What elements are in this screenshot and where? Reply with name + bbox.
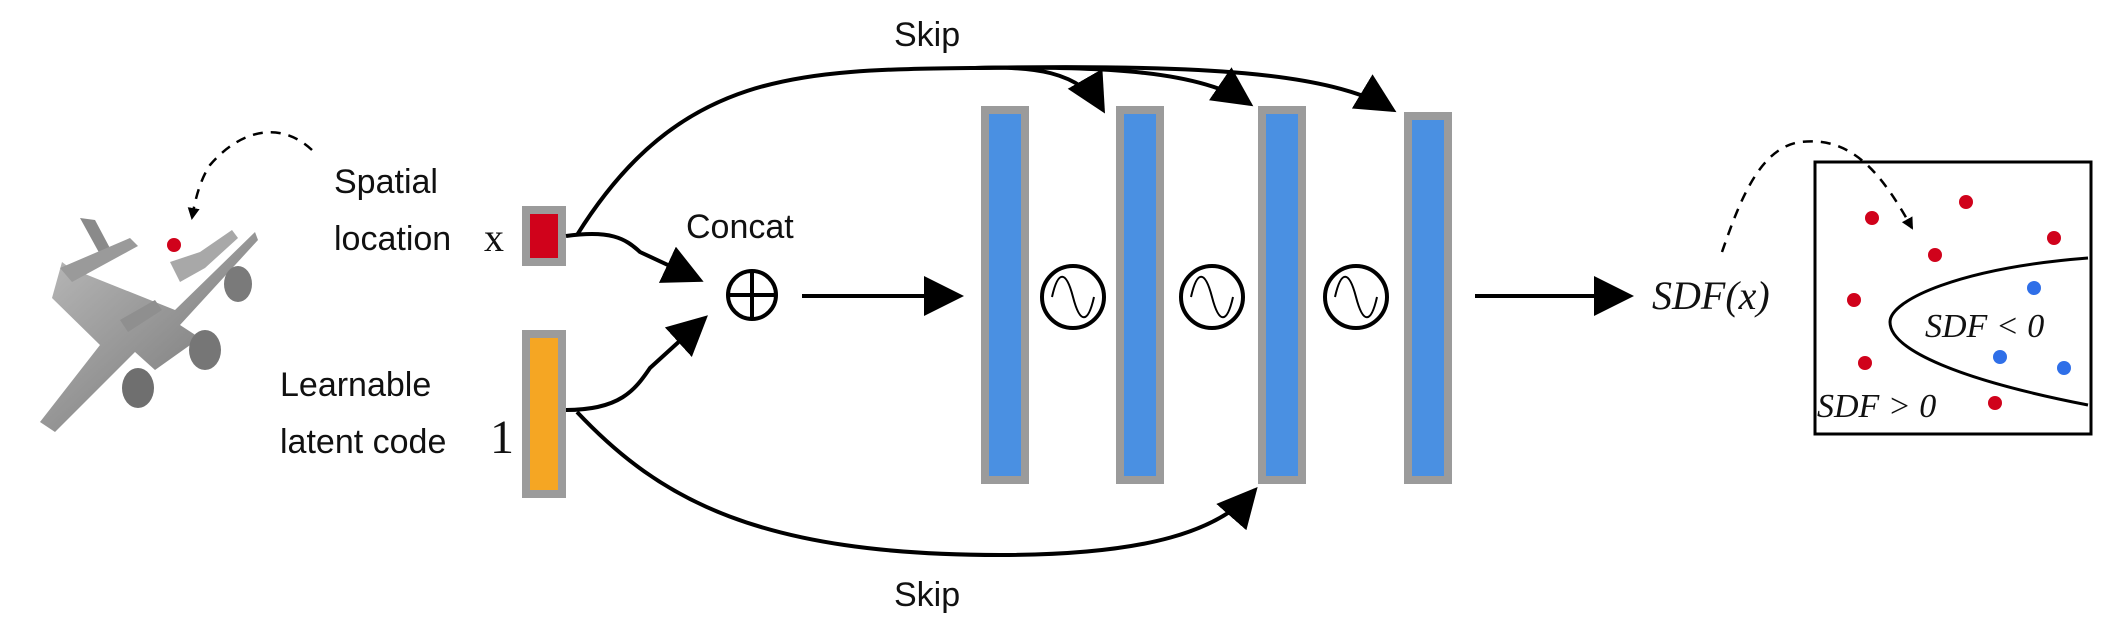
sample-point: [167, 238, 181, 252]
sine-wave-icon: [1323, 264, 1389, 330]
spatial-symbol: x: [484, 215, 504, 260]
arrow-latent-to-concat: [565, 315, 708, 412]
spatial-label-line2: location: [334, 220, 452, 258]
surface-boundary: [1888, 256, 2089, 407]
sine-wave-icon: [1040, 264, 1106, 330]
input-x-box: [522, 206, 566, 266]
latent-symbol: 1: [490, 411, 514, 464]
spatial-label-line1: Spatial: [334, 163, 438, 201]
concat-label: Concat: [686, 208, 794, 246]
inset-label-inside: SDF < 0: [1925, 308, 2045, 345]
layer-3: [1258, 106, 1306, 484]
dashed-arrow-inset: [1720, 140, 1914, 253]
skip-arrow-top-3: [974, 65, 1397, 113]
skip-label-bottom: Skip: [894, 576, 961, 614]
points-outside: [1847, 195, 2061, 410]
concat-icon: [726, 269, 778, 321]
sine-wave-icon: [1179, 264, 1245, 330]
inset-label-outside: SDF > 0: [1817, 388, 1937, 425]
output-label: SDF(x): [1652, 273, 1770, 318]
skip-arrow-bottom: [575, 410, 1258, 558]
layer-1: [981, 106, 1029, 484]
dashed-arrow-query: [187, 131, 313, 220]
skip-arrow-top-1: [575, 65, 1105, 237]
layer-2: [1116, 106, 1164, 484]
latent-label-line1: Learnable: [280, 366, 432, 404]
sdf-inset-box: [1813, 160, 2093, 436]
airplane-icon: [40, 218, 258, 432]
latent-label-line2: latent code: [280, 423, 447, 461]
layer-4: [1404, 112, 1452, 484]
arrow-x-to-concat: [565, 232, 704, 283]
skip-arrow-top-2: [974, 65, 1254, 107]
points-inside: [1993, 281, 2071, 375]
latent-code-box: [522, 330, 566, 498]
skip-label-top: Skip: [894, 16, 961, 54]
